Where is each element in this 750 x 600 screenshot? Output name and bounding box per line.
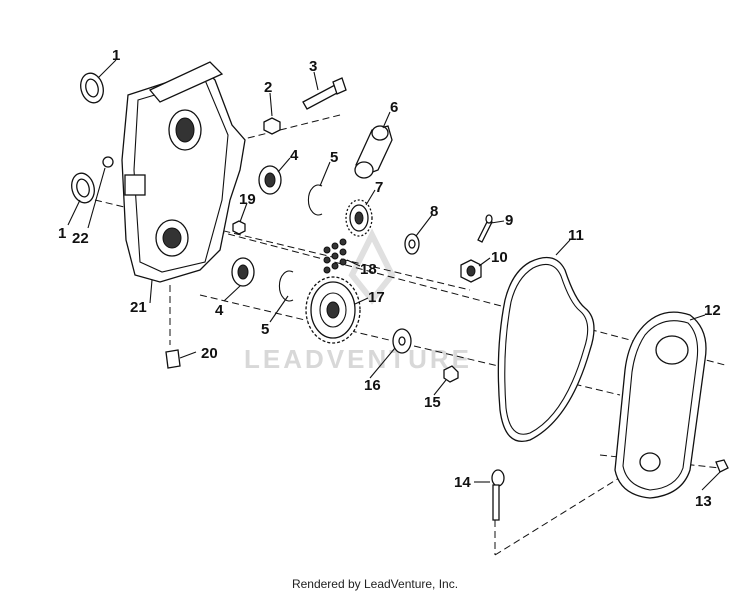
idler-arm-6 [354,125,393,179]
callout-5-lower: 5 [261,321,269,338]
callout-18: 18 [360,261,377,278]
callout-21: 21 [130,299,147,316]
callout-2: 2 [264,79,272,96]
callout-14: 14 [454,474,471,491]
callout-12: 12 [704,302,721,319]
leader-lines [67,59,721,491]
callout-16: 16 [364,377,381,394]
callout-7: 7 [375,179,383,196]
seal-upper [80,72,104,104]
callout-1-lower: 1 [58,225,66,242]
callout-13: 13 [695,493,712,510]
watermark-logo: LEADVENTURE [244,228,472,374]
washer-8 [404,233,420,255]
callout-19: 19 [239,191,256,208]
screw-22 [102,156,114,168]
callout-22: 22 [72,230,89,247]
callout-17: 17 [368,289,385,306]
screw-13 [715,459,729,473]
gear-17 [305,276,361,344]
gear-case-housing [121,61,246,283]
callout-8: 8 [430,203,438,220]
retaining-ring-5-lower [278,270,294,302]
bearing-4-upper [258,165,282,195]
callout-15: 15 [424,394,441,411]
watermark-text: LEADVENTURE [244,344,472,374]
plug-20 [165,349,181,369]
callout-4-lower: 4 [215,302,224,319]
callout-10: 10 [491,249,508,266]
callout-4-upper: 4 [290,147,299,164]
bolt-15 [443,365,459,383]
retaining-ring-5-upper [307,184,323,216]
callout-11: 11 [568,227,584,244]
chain-18 [323,238,347,274]
bolt-3 [302,77,347,110]
gear-case-cover-12 [614,311,707,499]
callout-6: 6 [390,99,398,116]
nut-10 [460,259,482,283]
seal-lower [71,172,95,204]
bearing-4-lower [231,257,255,287]
footer-credit: Rendered by LeadVenture, Inc. [291,577,459,591]
callout-3: 3 [309,58,317,75]
callout-1-upper: 1 [112,47,120,64]
callouts: 1 1 2 3 4 4 5 5 6 7 8 9 10 11 12 13 14 1… [58,47,721,510]
sprocket-7 [345,199,373,237]
nut-19 [232,220,246,235]
nut-2 [263,117,281,135]
callout-9: 9 [505,212,513,229]
dipstick-14 [491,469,505,521]
callout-5-upper: 5 [330,149,338,166]
cotter-pin-9 [477,214,493,243]
drive-belt-11 [497,256,595,442]
washer-16 [392,328,412,354]
callout-20: 20 [201,345,218,362]
